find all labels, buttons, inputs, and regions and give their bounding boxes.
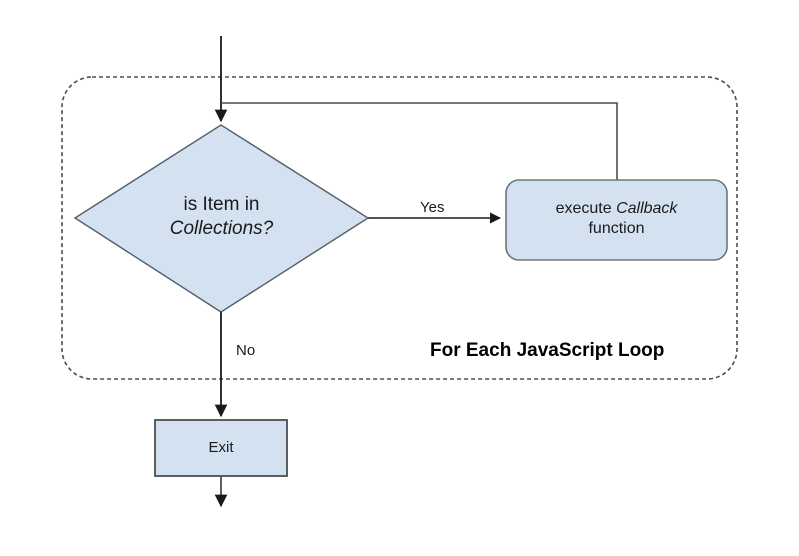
- edge-label-no: No: [236, 342, 256, 359]
- edge-loopback: [221, 102, 618, 180]
- loop-container-title: For Each JavaScript Loop: [430, 340, 665, 361]
- callback-box: [505, 179, 728, 261]
- edge-label-yes: Yes: [420, 199, 445, 216]
- exit-box: [154, 419, 288, 477]
- decision-diamond: [73, 124, 370, 313]
